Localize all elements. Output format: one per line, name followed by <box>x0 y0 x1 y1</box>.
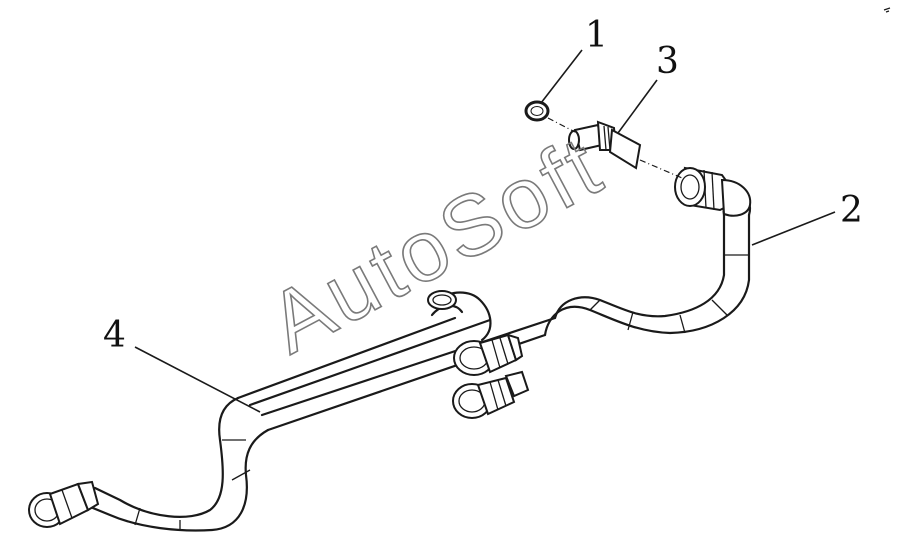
leader-line-4 <box>134 346 261 413</box>
o-ring-part-1 <box>524 100 550 122</box>
assembly-centerline <box>547 117 683 179</box>
callout-2: 2 <box>840 190 863 231</box>
watermark-logo: AutoSoft <box>270 130 619 373</box>
callout-3: 3 <box>656 41 679 82</box>
hose-connector-left-end <box>28 480 100 528</box>
leader-line-2 <box>751 211 836 246</box>
hose-connector-middle-upper <box>453 333 524 376</box>
watermark-text: AutoSoft <box>270 130 618 372</box>
callout-4: 4 <box>103 315 126 356</box>
hose-connector-middle-lower <box>452 370 530 419</box>
callout-1: 1 <box>585 15 608 56</box>
hose-elbow-part-2 <box>674 166 752 217</box>
fitting-part-3 <box>568 120 642 170</box>
leader-line-1 <box>540 49 583 104</box>
corner-mark <box>883 7 891 13</box>
leader-line-3 <box>617 79 658 134</box>
